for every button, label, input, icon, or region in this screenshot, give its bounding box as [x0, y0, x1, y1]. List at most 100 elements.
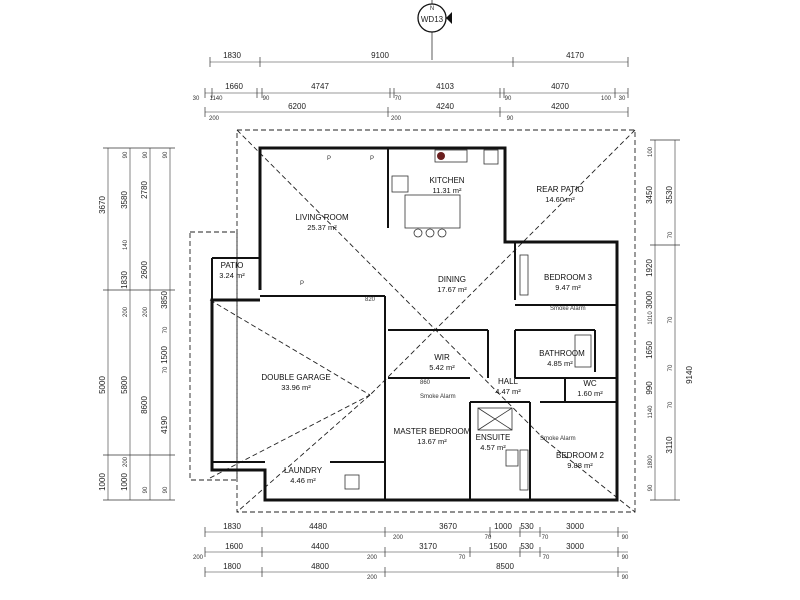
left-dimensions: 3670 5000 1000 3580 1830 5800 1000 2780 … — [98, 147, 175, 501]
bottom-dim-1000: 1000 — [494, 522, 512, 531]
left-dim-3850: 3850 — [160, 291, 169, 309]
right-dim-70b: 70 — [668, 316, 674, 323]
left-dim-2780: 2780 — [140, 181, 149, 199]
bottom-dim-1830: 1830 — [223, 522, 241, 531]
room-name-hall: HALL — [498, 377, 519, 386]
room-labels: KITCHEN 11.31 m² REAR PATIO 14.60 m² LIV… — [219, 176, 604, 485]
room-name-kitchen: KITCHEN — [429, 176, 464, 185]
right-dim-1010: 1010 — [648, 311, 654, 325]
pantry-mark: P — [370, 156, 374, 162]
room-area-wc: 1.60 m² — [577, 389, 603, 398]
bottom-dim-3670: 3670 — [439, 522, 457, 531]
bottom-dim-200a: 200 — [393, 535, 404, 541]
cooktop-icon — [391, 175, 409, 193]
pantry-mark: P — [327, 156, 331, 162]
left-dim-90d: 90 — [143, 486, 149, 493]
room-area-kitchen: 11.31 m² — [432, 186, 462, 195]
bottom-dim-1800: 1800 — [223, 562, 241, 571]
top-dim-6200: 6200 — [288, 102, 306, 111]
north-marker: N WD13 — [417, 0, 452, 60]
left-dim-200a: 200 — [123, 306, 129, 317]
bottom-dim-70b: 70 — [542, 535, 549, 541]
top-dim-4200: 4200 — [551, 102, 569, 111]
external-walls — [210, 146, 619, 502]
room-name-wc: WC — [583, 379, 597, 388]
room-name-master-bedroom: MASTER BEDROOM — [394, 427, 471, 436]
room-name-ensuite: ENSUITE — [476, 433, 511, 442]
left-dim-5800: 5800 — [120, 376, 129, 394]
right-dim-1140: 1140 — [648, 405, 654, 419]
bottom-dim-8500: 8500 — [496, 562, 514, 571]
room-area-laundry: 4.46 m² — [290, 476, 316, 485]
top-dim-100: 100 — [601, 96, 612, 102]
bottom-dim-70c: 70 — [459, 555, 466, 561]
room-area-dining: 17.67 m² — [437, 285, 467, 294]
top-dim-4070: 4070 — [551, 82, 569, 91]
left-dim-90c: 90 — [163, 151, 169, 158]
bottom-dim-3170: 3170 — [419, 542, 437, 551]
left-dim-90a: 90 — [123, 151, 129, 158]
bottom-dim-530b: 530 — [520, 542, 534, 551]
left-dim-1500: 1500 — [160, 346, 169, 364]
right-dim-990: 990 — [645, 381, 654, 395]
bottom-dim-70d: 70 — [543, 555, 550, 561]
left-dim-2600: 2600 — [140, 261, 149, 279]
top-dim-1660: 1660 — [225, 82, 243, 91]
robe-icon — [519, 254, 529, 296]
room-name-bathroom: BATHROOM — [539, 349, 585, 358]
right-dim-70c: 70 — [668, 364, 674, 371]
right-dim-100: 100 — [648, 146, 654, 157]
top-dim-4103: 4103 — [436, 82, 454, 91]
kitchen-island — [404, 194, 461, 229]
room-area-bedroom-3: 9.47 m² — [555, 283, 581, 292]
left-dim-90e: 90 — [163, 486, 169, 493]
left-dim-70b: 70 — [163, 366, 169, 373]
room-name-living-room: LIVING ROOM — [295, 213, 349, 222]
room-area-rear-patio: 14.60 m² — [545, 195, 575, 204]
bottom-dim-200b: 200 — [193, 555, 204, 561]
bottom-dim-90a: 90 — [622, 535, 629, 541]
room-area-double-garage: 33.96 m² — [281, 383, 311, 392]
top-dim-4170: 4170 — [566, 51, 584, 60]
top-dim-1830: 1830 — [223, 51, 241, 60]
right-dim-70d: 70 — [668, 401, 674, 408]
room-name-bedroom-3: BEDROOM 3 — [544, 273, 593, 282]
stool-icon — [413, 228, 423, 238]
right-dim-3000: 3000 — [645, 291, 654, 309]
room-name-patio: PATIO — [221, 261, 244, 270]
bottom-dim-90b: 90 — [622, 555, 629, 561]
smoke-alarm-label: Smoke Alarm — [550, 306, 586, 312]
fixtures: P P P 820 860 Smoke Alarm Smoke Alarm Sm… — [300, 149, 592, 491]
left-dim-8600: 8600 — [140, 396, 149, 414]
top-dim-4240: 4240 — [436, 102, 454, 111]
toilet-icon — [505, 449, 519, 467]
right-dim-70a: 70 — [668, 231, 674, 238]
left-dim-1000b: 1000 — [120, 473, 129, 491]
top-dim-90a: 90 — [263, 96, 270, 102]
right-dim-3530: 3530 — [665, 186, 674, 204]
room-area-living-room: 25.37 m² — [307, 223, 337, 232]
left-dim-3580: 3580 — [120, 191, 129, 209]
fridge-icon — [483, 149, 499, 165]
smoke-alarm-label: Smoke Alarm — [420, 394, 456, 400]
right-dimensions: 3450 1920 3000 1650 990 3110 3530 9140 1… — [645, 139, 694, 501]
room-area-bathroom: 4.85 m² — [547, 359, 573, 368]
room-name-bedroom-2: BEDROOM 2 — [556, 451, 605, 460]
room-area-master-bedroom: 13.67 m² — [417, 437, 447, 446]
room-name-wir: WIR — [434, 353, 450, 362]
top-dim-4747: 4747 — [311, 82, 329, 91]
left-dim-70a: 70 — [163, 326, 169, 333]
room-area-wir: 5.42 m² — [429, 363, 455, 372]
bottom-dim-200d: 200 — [367, 575, 378, 581]
window-ref-label: WD13 — [421, 15, 444, 24]
left-dim-200b: 200 — [143, 306, 149, 317]
pantry-mark: P — [300, 281, 304, 287]
left-dim-90b: 90 — [143, 151, 149, 158]
top-dim-9100: 9100 — [371, 51, 389, 60]
sink-bowl-icon — [437, 152, 445, 160]
door-width-label: 860 — [420, 380, 431, 386]
top-dim-70: 70 — [395, 96, 402, 102]
bottom-dim-4400: 4400 — [311, 542, 329, 551]
bottom-dim-4480: 4480 — [309, 522, 327, 531]
right-dim-1920: 1920 — [645, 259, 654, 277]
